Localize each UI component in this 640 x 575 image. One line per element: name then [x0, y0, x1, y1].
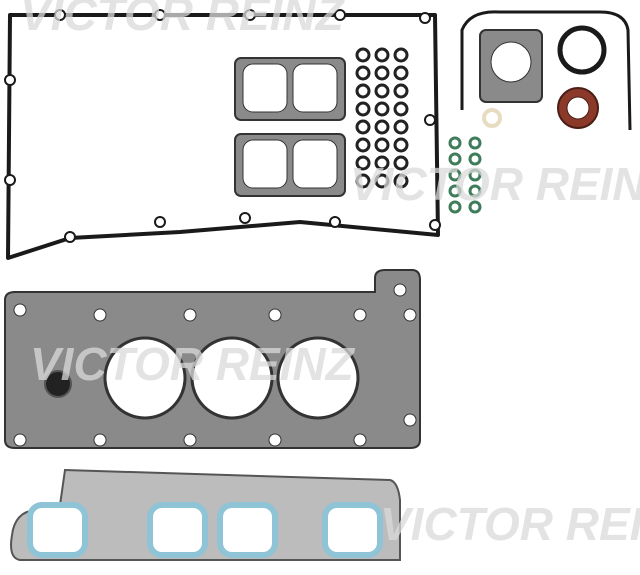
head-gasket-hole: [393, 283, 407, 297]
valve-stem-seal: [374, 83, 390, 99]
head-gasket-hole: [403, 308, 417, 322]
valve-stem-seal: [393, 83, 409, 99]
watermark-text: VICTOR REINZ: [20, 0, 346, 40]
valve-stem-seal: [374, 65, 390, 81]
valve-stem-seal: [374, 155, 390, 171]
head-gasket-hole: [268, 433, 282, 447]
o-ring: [448, 200, 462, 214]
o-ring: [468, 184, 482, 198]
o-ring: [468, 152, 482, 166]
valve-stem-seal: [393, 155, 409, 171]
valve-stem-seal: [355, 65, 371, 81]
valve-stem-seal: [355, 173, 371, 189]
head-gasket-hole: [13, 433, 27, 447]
valve-stem-seal: [374, 173, 390, 189]
cylinder-bores: [52, 336, 360, 420]
valve-stem-seal: [393, 65, 409, 81]
valve-stem-seal: [374, 47, 390, 63]
valve-stem-seal: [374, 119, 390, 135]
o-ring: [448, 184, 462, 198]
intake-port-seal: [322, 502, 383, 558]
plate-gasket-lower: [234, 133, 346, 197]
valve-stem-seal: [393, 101, 409, 117]
intake-port-seal: [147, 502, 208, 558]
o-ring: [448, 168, 462, 182]
head-gasket-hole: [353, 308, 367, 322]
o-ring: [468, 200, 482, 214]
watermark-text: VICTOR REINZ: [350, 158, 640, 210]
valve-stem-seal: [374, 137, 390, 153]
head-gasket-hole: [403, 413, 417, 427]
small-ring: [482, 108, 502, 128]
valve-stem-seal: [374, 101, 390, 117]
valve-stem-seal: [355, 119, 371, 135]
head-gasket-hole: [183, 433, 197, 447]
valve-stem-seal: [355, 155, 371, 171]
watermark-text: VICTOR REINZ: [380, 498, 640, 550]
valve-stem-seals: [355, 47, 409, 189]
throttle-body-gasket: [479, 29, 543, 103]
intake-port-seal: [27, 502, 88, 558]
valve-stem-seal: [393, 173, 409, 189]
head-gasket-hole: [353, 433, 367, 447]
crankshaft-seal: [557, 87, 599, 129]
head-gasket-hole: [268, 308, 282, 322]
valve-stem-seal: [355, 47, 371, 63]
valve-stem-seal: [355, 101, 371, 117]
valve-stem-seal: [355, 137, 371, 153]
timing-cover-gasket: [460, 10, 632, 131]
watermark-text: VICTOR REINZ: [30, 338, 356, 390]
head-gasket-holes: [13, 283, 417, 447]
head-gasket-hole: [93, 433, 107, 447]
head-gasket-hole: [93, 308, 107, 322]
o-ring: [448, 136, 462, 150]
plate-gasket-upper: [234, 57, 346, 121]
valve-stem-seal: [393, 47, 409, 63]
valve-cover-gasket: [6, 13, 440, 260]
o-ring: [468, 168, 482, 182]
head-gasket-hole: [13, 303, 27, 317]
valve-stem-seal: [393, 119, 409, 135]
large-o-ring: [557, 25, 607, 75]
valve-cover-bolt-holes: [4, 9, 441, 243]
watermark: VICTOR REINZ VICTOR REINZ VICTOR REINZ V…: [20, 0, 640, 550]
intake-port-seals: [27, 502, 383, 558]
shaft-seal: [44, 370, 72, 398]
o-ring: [468, 136, 482, 150]
valve-stem-seal: [355, 83, 371, 99]
green-o-rings: [448, 136, 482, 214]
head-gasket-hole: [183, 308, 197, 322]
o-ring: [448, 152, 462, 166]
valve-stem-seal: [393, 137, 409, 153]
intake-port-seal: [217, 502, 278, 558]
